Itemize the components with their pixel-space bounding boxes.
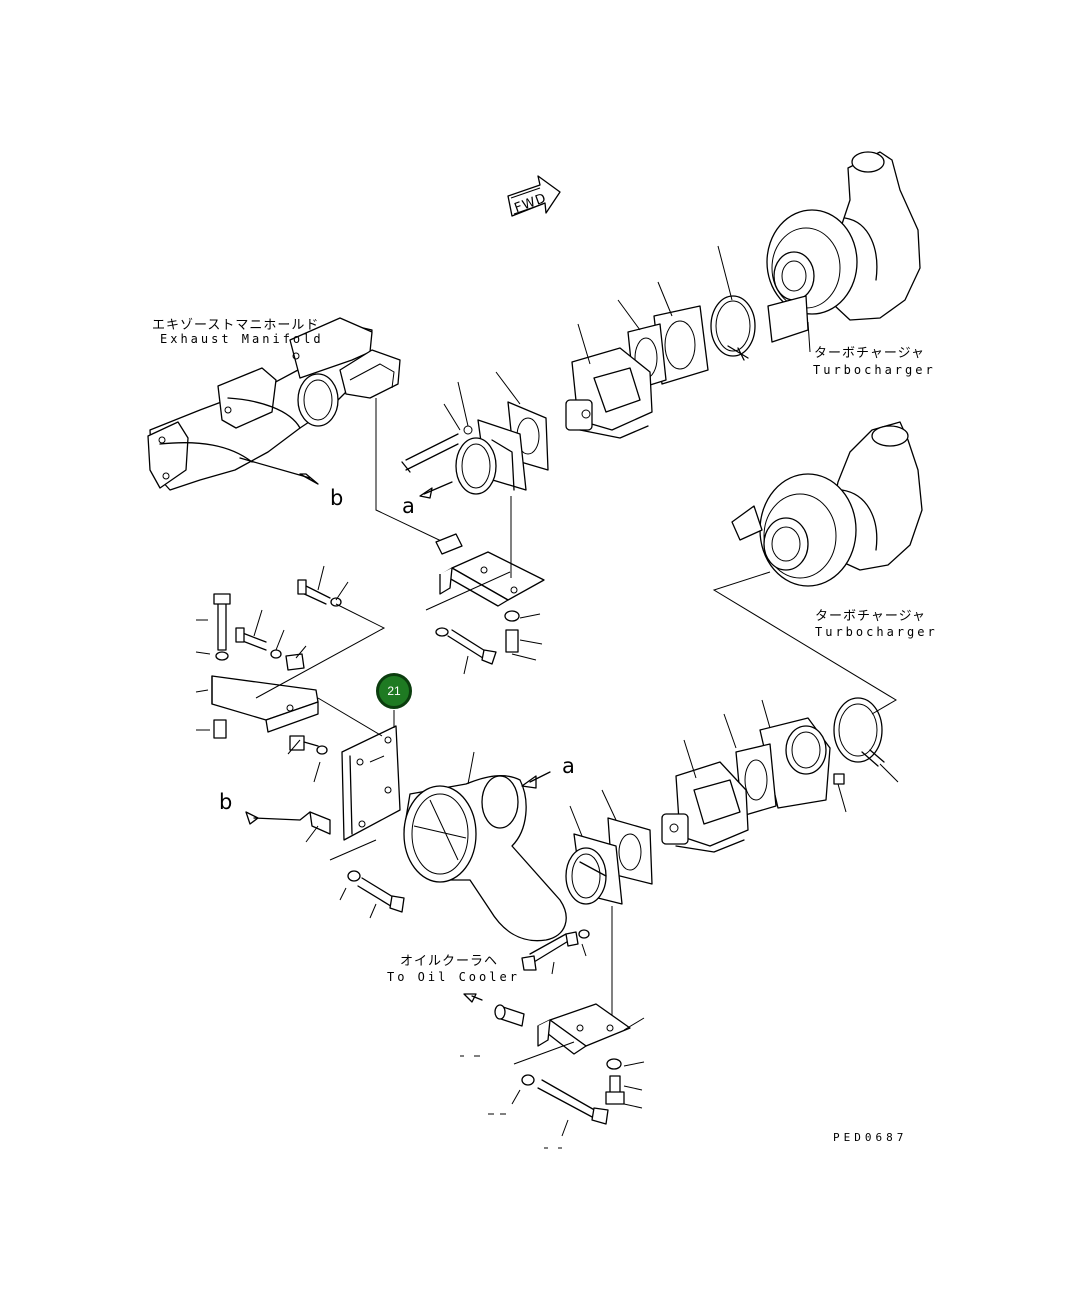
- elbow-pipe: [403, 774, 567, 942]
- bolt-lower: [521, 929, 590, 971]
- ref-a-lower: a: [562, 754, 575, 778]
- bracket-upper: [435, 533, 545, 607]
- tube-lower: [565, 817, 653, 905]
- valve-lower: [661, 761, 749, 853]
- turbocharger-middle-label-jp: ターボチャージャ: [815, 609, 926, 624]
- exhaust-manifold: [147, 317, 401, 491]
- fasteners-lower: [521, 1058, 625, 1125]
- fasteners-upper-right: [435, 610, 520, 665]
- oil-cooler-label-en: To Oil Cooler: [387, 970, 520, 984]
- exhaust-manifold-label-jp: エキゾーストマニホールド: [152, 318, 320, 333]
- valve-top: [565, 347, 653, 439]
- exhaust-manifold-label-en: Exhaust Manifold: [160, 332, 324, 346]
- heat-shield-plate: [317, 697, 401, 841]
- ref-b-lower: b: [219, 790, 233, 814]
- flange-lower: [735, 717, 845, 817]
- clamp-lower: [833, 697, 885, 767]
- turbocharger-middle: [731, 421, 923, 587]
- oil-cooler-pipe: [494, 1004, 525, 1027]
- turbocharger-middle-label-en: Turbocharger: [815, 625, 938, 639]
- callout-21-badge[interactable]: 21: [376, 673, 412, 709]
- drawing-code: PED0687: [833, 1131, 908, 1144]
- heat-shield-bracket: [211, 579, 386, 739]
- ref-b-upper: b: [330, 486, 344, 510]
- turbocharger-top-label-jp: ターボチャージャ: [814, 346, 925, 361]
- ref-a-upper: a: [402, 494, 415, 518]
- turbocharger-top-label-en: Turbocharger: [813, 363, 936, 377]
- clamp-top: [710, 295, 756, 361]
- oil-cooler-label-jp: オイルクーラヘ: [400, 954, 499, 969]
- tube-upper: [401, 401, 549, 495]
- fwd-arrow-icon: [507, 175, 561, 217]
- bracket-lower: [537, 1003, 631, 1055]
- turbocharger-top: [766, 151, 921, 343]
